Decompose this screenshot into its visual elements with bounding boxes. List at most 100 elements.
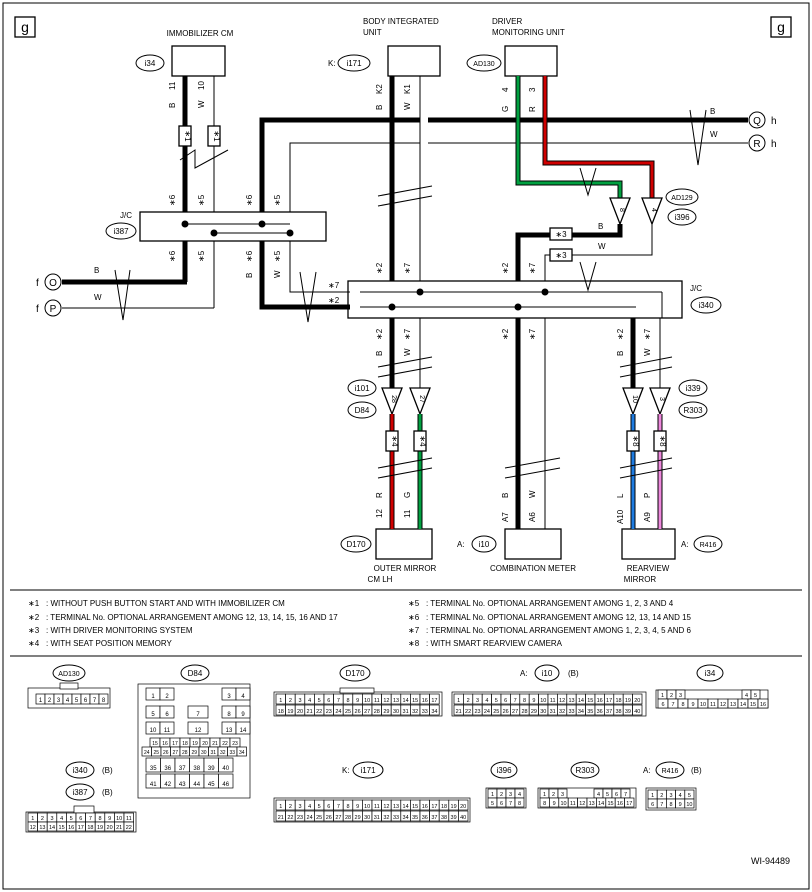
pin-cell bbox=[458, 810, 469, 822]
pin-number: 25 bbox=[345, 709, 351, 715]
pin-number: 15 bbox=[412, 804, 418, 810]
pin-cell bbox=[159, 687, 175, 701]
d84-conn-oval bbox=[347, 401, 377, 419]
pin-number: 27 bbox=[364, 709, 370, 715]
lbl-jc1-s6-b: ∗6 bbox=[245, 194, 254, 206]
pin-number: 19 bbox=[97, 825, 103, 831]
lbl-bi-s7: ∗7 bbox=[403, 262, 412, 274]
pin-number: 20 bbox=[202, 741, 208, 747]
pin-number: 20 bbox=[107, 825, 113, 831]
cv-i10-oval bbox=[534, 664, 560, 682]
i101-pin-28: 28 bbox=[390, 395, 397, 403]
pin-number: 3 bbox=[669, 793, 672, 799]
pin-number: 4 bbox=[745, 693, 748, 699]
pin-number: 34 bbox=[403, 815, 409, 821]
lbl-cm-s7: ∗7 bbox=[528, 328, 537, 340]
pin-number: 1 bbox=[31, 816, 34, 822]
note-mark-6: ∗6 bbox=[408, 613, 420, 622]
pin-number: 12 bbox=[383, 804, 389, 810]
pin-cell bbox=[429, 704, 440, 716]
ad129-pin-8: 8 bbox=[618, 208, 625, 212]
i339-pin-3: 3 bbox=[658, 397, 665, 401]
cv-i34-oval bbox=[696, 664, 724, 682]
figure-id: WI-94489 bbox=[751, 856, 790, 866]
pin-number: 4 bbox=[679, 793, 682, 799]
jc-i387-conn: i387 bbox=[113, 227, 129, 236]
pin-number: 11 bbox=[374, 698, 380, 704]
note-mark-8: ∗8 bbox=[408, 639, 420, 648]
pin-number: 24 bbox=[335, 709, 341, 715]
cv-i340-oval bbox=[65, 761, 95, 779]
pin-number: 16 bbox=[422, 698, 428, 704]
star8-rm-l: ∗8 bbox=[626, 430, 640, 452]
lbl-rm-b: B bbox=[616, 351, 625, 356]
wire-jc1-to-jc2-w bbox=[289, 241, 350, 293]
lbl-fO-b: B bbox=[94, 266, 99, 275]
pin-cell bbox=[187, 721, 209, 735]
lbl-om-r: R bbox=[375, 492, 384, 498]
star1-label-b: ∗1 bbox=[183, 130, 192, 142]
pin-number: 14 bbox=[403, 804, 409, 810]
i101-terminal-27 bbox=[409, 387, 431, 416]
lbl-jc1-s6-a: ∗6 bbox=[168, 194, 177, 206]
pin-cell bbox=[632, 693, 643, 705]
terminal-R: R bbox=[753, 139, 760, 150]
pin-cell bbox=[187, 705, 209, 719]
star3-box-w bbox=[549, 248, 573, 262]
cv-i10-label: i10 bbox=[542, 669, 553, 678]
pin-number: 31 bbox=[210, 750, 216, 756]
pin-number: 23 bbox=[232, 741, 238, 747]
pin-number: 19 bbox=[192, 741, 198, 747]
star4-label-r: ∗4 bbox=[390, 435, 399, 447]
pin-number: 26 bbox=[163, 750, 169, 756]
star1-label-w: ∗1 bbox=[212, 130, 221, 142]
pin-number: 17 bbox=[431, 698, 437, 704]
cv-i387-label: i387 bbox=[72, 788, 88, 797]
pin-number: 8 bbox=[346, 698, 349, 704]
pin-number: 5 bbox=[606, 792, 609, 798]
pin-number: 8 bbox=[669, 802, 672, 808]
splice-dot bbox=[541, 288, 549, 296]
pin-number: 7 bbox=[89, 816, 92, 822]
star1-imm-b: ∗1 bbox=[178, 125, 192, 147]
pin-number: 29 bbox=[383, 709, 389, 715]
pin-number: 7 bbox=[624, 792, 627, 798]
pin-number: 4 bbox=[241, 694, 245, 700]
pin-number: 34 bbox=[239, 750, 245, 756]
pin-number: 20 bbox=[297, 709, 303, 715]
outer-mirror-label-1: OUTER MIRROR bbox=[374, 564, 437, 573]
pin-number: 42 bbox=[164, 782, 171, 788]
pin-number: 39 bbox=[625, 709, 631, 715]
pin-number: 16 bbox=[597, 698, 603, 704]
jc-i340-conn-oval bbox=[690, 296, 722, 314]
pin-cell bbox=[235, 687, 251, 701]
wire-dmu-g bbox=[516, 76, 622, 200]
lbl-jc1-s6-d: ∗6 bbox=[245, 250, 254, 262]
pin-number: 18 bbox=[615, 698, 621, 704]
pin-number: 18 bbox=[87, 825, 93, 831]
pin-number: 3 bbox=[561, 792, 564, 798]
pin-number: 11 bbox=[374, 804, 380, 810]
pin-number: 6 bbox=[651, 802, 654, 808]
splice-dot bbox=[181, 220, 189, 228]
star3-w: ∗3 bbox=[555, 251, 567, 260]
pin-number: 32 bbox=[559, 709, 565, 715]
pin-number: 22 bbox=[316, 709, 322, 715]
lbl-jc1-b: B bbox=[245, 273, 254, 278]
lbl-om-s7: ∗7 bbox=[403, 328, 412, 340]
terminal-O: O bbox=[49, 278, 57, 289]
pin-number: 36 bbox=[164, 766, 171, 772]
pin-number: 2 bbox=[670, 693, 673, 699]
dmu-conn-oval bbox=[466, 54, 502, 72]
pin-number: 1 bbox=[543, 792, 546, 798]
pin-cell bbox=[684, 798, 695, 809]
body-integrated-conn-oval bbox=[337, 54, 371, 72]
pin-number: 23 bbox=[297, 815, 303, 821]
cv-i171-oval bbox=[352, 761, 384, 779]
pin-number: 21 bbox=[278, 815, 284, 821]
pin-number: 30 bbox=[364, 815, 370, 821]
lbl-jc2-s2: ∗2 bbox=[328, 296, 340, 305]
combination-meter-box bbox=[504, 528, 562, 560]
pin-number: 13 bbox=[730, 702, 736, 708]
